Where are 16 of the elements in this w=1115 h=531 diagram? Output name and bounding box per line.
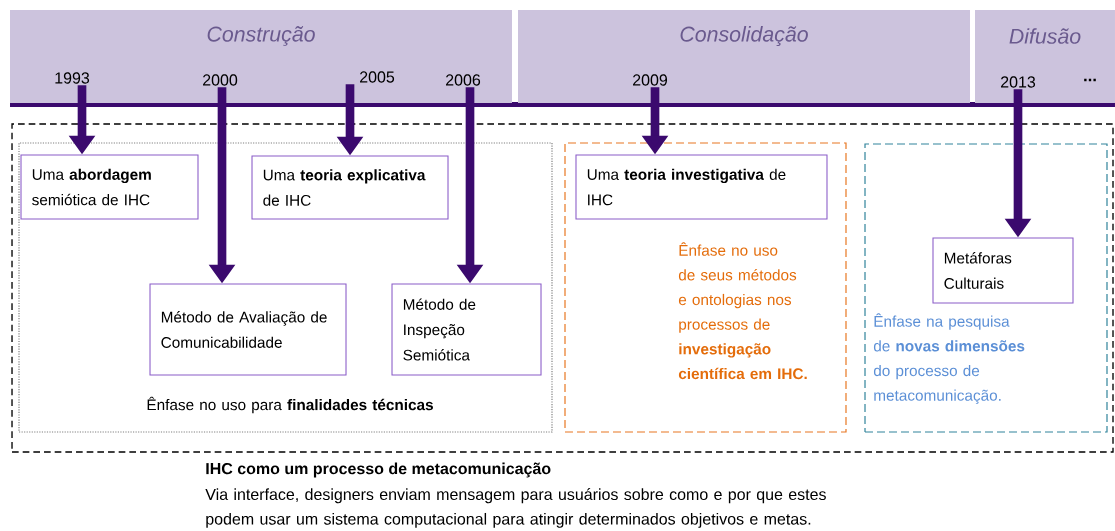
text-box: Método de Avaliação de Comunicabilidade	[149, 283, 347, 376]
year-label: 2009	[633, 74, 668, 86]
year-label: 2013	[1001, 76, 1036, 88]
year-label: 2006	[446, 74, 481, 86]
text-box: Metáforas Culturais	[932, 237, 1074, 304]
description: Via interface, designers enviam mensagem para usuários sobre como e por que estes podem usar um sistema computacional para atingir determinados objetivos e metas.	[205, 488, 826, 528]
heading: IHC como um processo de metacomunicação	[206, 462, 551, 478]
year-label: 2000	[203, 74, 238, 86]
text-box: Uma abordagem semiótica de IHC	[20, 154, 199, 220]
text-box: Uma teoria investigativa de IHC	[575, 154, 828, 220]
ellipsis: ...	[1084, 78, 1096, 82]
year-label: 1993	[55, 72, 90, 84]
text-box: Método de Inspeção Semiótica	[391, 283, 542, 376]
year-label: 2005	[360, 71, 395, 83]
dashed-frame	[11, 123, 1114, 453]
text-box: Uma teoria explicativa de IHC	[251, 155, 449, 220]
